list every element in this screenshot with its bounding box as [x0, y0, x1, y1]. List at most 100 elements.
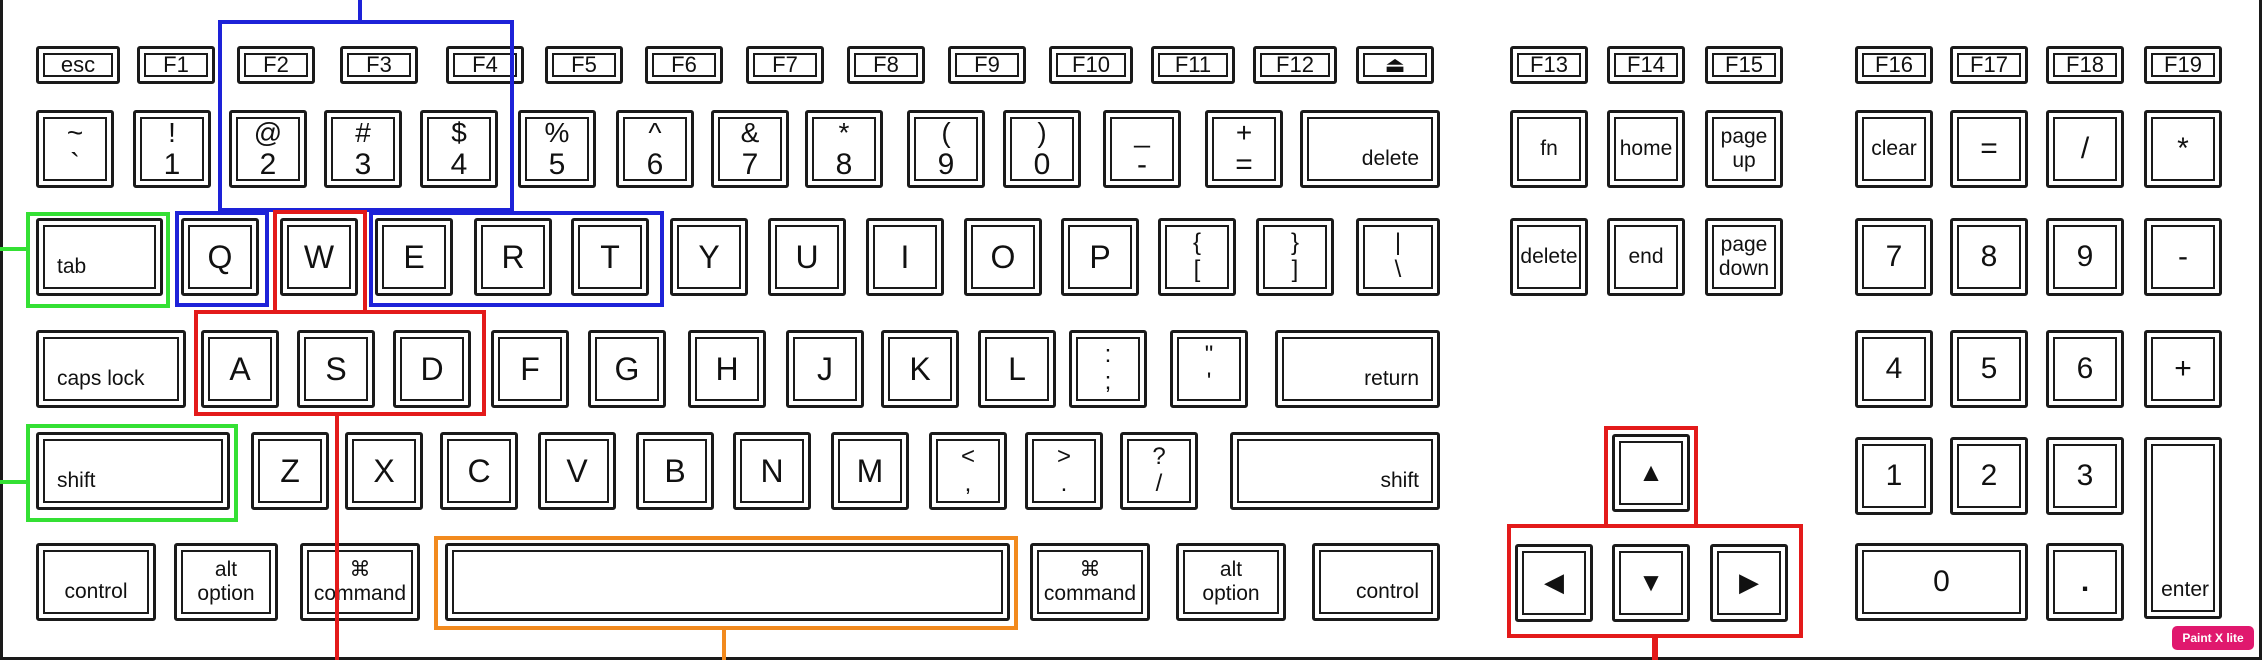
key-shift-left[interactable]: shift: [36, 432, 230, 510]
key-f9[interactable]: F9: [948, 46, 1026, 84]
key-backslash[interactable]: |\: [1356, 218, 1440, 296]
key-numpad-equals[interactable]: =: [1950, 110, 2028, 188]
key-t[interactable]: T: [571, 218, 649, 296]
key-9[interactable]: (9: [907, 110, 985, 188]
key-c[interactable]: C: [440, 432, 518, 510]
key-f5[interactable]: F5: [545, 46, 623, 84]
key-quote[interactable]: "': [1170, 330, 1248, 408]
key-z[interactable]: Z: [251, 432, 329, 510]
key-f10[interactable]: F10: [1049, 46, 1133, 84]
key-f12[interactable]: F12: [1253, 46, 1337, 84]
key-r[interactable]: R: [474, 218, 552, 296]
key-comma[interactable]: <,: [929, 432, 1007, 510]
key-f2[interactable]: F2: [237, 46, 315, 84]
key-numpad-2[interactable]: 2: [1950, 437, 2028, 515]
key-s[interactable]: S: [297, 330, 375, 408]
key-end[interactable]: end: [1607, 218, 1685, 296]
key-l[interactable]: L: [978, 330, 1056, 408]
key-slash[interactable]: ?/: [1120, 432, 1198, 510]
key-5[interactable]: %5: [518, 110, 596, 188]
key-numpad-enter[interactable]: enter: [2144, 437, 2222, 619]
key-numpad-3[interactable]: 3: [2046, 437, 2124, 515]
key-n[interactable]: N: [733, 432, 811, 510]
key-command-left[interactable]: ⌘command: [300, 543, 420, 621]
key-p[interactable]: P: [1061, 218, 1139, 296]
key-m[interactable]: M: [831, 432, 909, 510]
key-a[interactable]: A: [201, 330, 279, 408]
key-f8[interactable]: F8: [847, 46, 925, 84]
key-y[interactable]: Y: [670, 218, 748, 296]
key-b[interactable]: B: [636, 432, 714, 510]
key-f7[interactable]: F7: [746, 46, 824, 84]
key-numpad-multiply[interactable]: *: [2144, 110, 2222, 188]
key-fn[interactable]: fn: [1510, 110, 1588, 188]
key-numpad-6[interactable]: 6: [2046, 330, 2124, 408]
key-arrow-up[interactable]: ▲: [1612, 434, 1690, 512]
key-numpad-0[interactable]: 0: [1855, 543, 2028, 621]
key-minus[interactable]: _-: [1103, 110, 1181, 188]
key-arrow-down[interactable]: ▼: [1612, 544, 1690, 622]
key-q[interactable]: Q: [181, 218, 259, 296]
key-period[interactable]: >.: [1025, 432, 1103, 510]
key-numpad-1[interactable]: 1: [1855, 437, 1933, 515]
key-numpad-decimal[interactable]: .: [2046, 543, 2124, 621]
key-f4[interactable]: F4: [446, 46, 524, 84]
key-space[interactable]: [445, 543, 1010, 621]
key-caps-lock[interactable]: caps lock: [36, 330, 186, 408]
key-equals[interactable]: +=: [1205, 110, 1283, 188]
key-numpad-4[interactable]: 4: [1855, 330, 1933, 408]
key-home[interactable]: home: [1607, 110, 1685, 188]
key-f18[interactable]: F18: [2046, 46, 2124, 84]
key-f13[interactable]: F13: [1510, 46, 1588, 84]
key-numpad-9[interactable]: 9: [2046, 218, 2124, 296]
key-return[interactable]: return: [1275, 330, 1440, 408]
key-left-bracket[interactable]: {[: [1158, 218, 1236, 296]
key-o[interactable]: O: [964, 218, 1042, 296]
key-f19[interactable]: F19: [2144, 46, 2222, 84]
key-f16[interactable]: F16: [1855, 46, 1933, 84]
key-x[interactable]: X: [345, 432, 423, 510]
key-v[interactable]: V: [538, 432, 616, 510]
key-j[interactable]: J: [786, 330, 864, 408]
key-shift-right[interactable]: shift: [1230, 432, 1440, 510]
key-delete[interactable]: delete: [1300, 110, 1440, 188]
key-arrow-left[interactable]: ◀: [1515, 544, 1593, 622]
key-f[interactable]: F: [491, 330, 569, 408]
key-0[interactable]: )0: [1003, 110, 1081, 188]
key-h[interactable]: H: [688, 330, 766, 408]
key-f6[interactable]: F6: [645, 46, 723, 84]
key-arrow-right[interactable]: ▶: [1710, 544, 1788, 622]
key-tab[interactable]: tab: [36, 218, 163, 296]
key-esc[interactable]: esc: [36, 46, 120, 84]
key-tilde[interactable]: ~`: [36, 110, 114, 188]
key-8[interactable]: *8: [805, 110, 883, 188]
key-control-right[interactable]: control: [1312, 543, 1440, 621]
key-e[interactable]: E: [375, 218, 453, 296]
key-numpad-divide[interactable]: /: [2046, 110, 2124, 188]
key-w[interactable]: W: [280, 218, 358, 296]
key-control-left[interactable]: control: [36, 543, 156, 621]
key-eject[interactable]: ⏏: [1356, 46, 1434, 84]
key-i[interactable]: I: [866, 218, 944, 296]
key-4[interactable]: $4: [420, 110, 498, 188]
key-forward-delete[interactable]: delete: [1510, 218, 1588, 296]
key-3[interactable]: #3: [324, 110, 402, 188]
key-semicolon[interactable]: :;: [1069, 330, 1147, 408]
key-f11[interactable]: F11: [1151, 46, 1235, 84]
key-f14[interactable]: F14: [1607, 46, 1685, 84]
key-g[interactable]: G: [588, 330, 666, 408]
key-7[interactable]: &7: [711, 110, 789, 188]
key-d[interactable]: D: [393, 330, 471, 408]
key-numpad-7[interactable]: 7: [1855, 218, 1933, 296]
key-command-right[interactable]: ⌘command: [1030, 543, 1150, 621]
key-numpad-plus[interactable]: +: [2144, 330, 2222, 408]
key-u[interactable]: U: [768, 218, 846, 296]
key-f15[interactable]: F15: [1705, 46, 1783, 84]
key-right-bracket[interactable]: }]: [1256, 218, 1334, 296]
key-k[interactable]: K: [881, 330, 959, 408]
key-6[interactable]: ^6: [616, 110, 694, 188]
